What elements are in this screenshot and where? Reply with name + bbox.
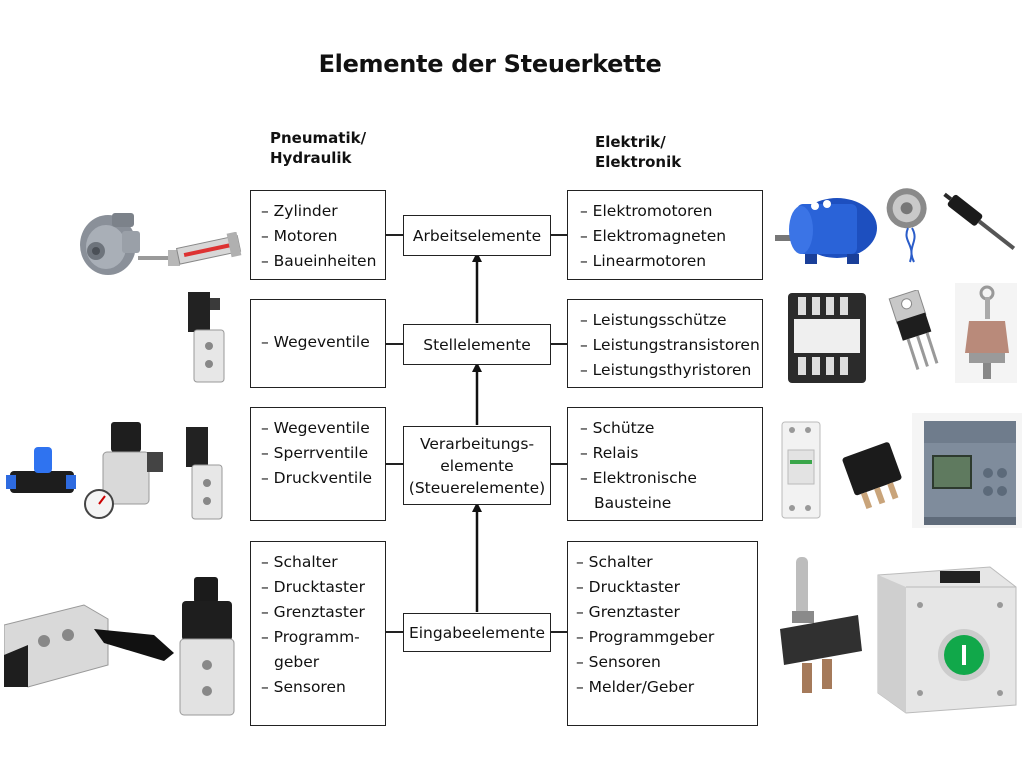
push-button-valve-icon <box>179 577 235 716</box>
left-box-arbeit: – Zylinder – Motoren – Baueinheiten <box>250 190 386 280</box>
left-box-verarbeitung: – Wegeventile – Sperrventile – Druckvent… <box>250 407 386 521</box>
pressure-regulator-icon <box>84 422 163 519</box>
plc-logo-module-icon <box>912 413 1022 528</box>
thyristor-icon <box>955 283 1017 383</box>
air-motor-icon <box>80 213 140 275</box>
relay-icon <box>842 442 902 510</box>
column-header-pneumatik: Pneumatik/ Hydraulik <box>270 129 367 167</box>
page-title: Elemente der Steuerkette <box>318 50 662 78</box>
manual-lever-valve-icon <box>4 604 174 688</box>
right-box-stell: – Leistungsschütze – Leistungstransistor… <box>567 299 763 388</box>
right-box-arbeit: – Elektromotoren – Elektromagneten – Lin… <box>567 190 763 280</box>
right-box-verarbeitung: – Schütze – Relais – Elektronische Baust… <box>567 407 763 521</box>
left-box-stell: – Wegeventile <box>250 299 386 388</box>
center-box-arbeitselemente: Arbeitselemente <box>403 215 551 256</box>
electric-motor-icon <box>775 198 877 264</box>
left-box-eingabe: – Schalter – Drucktaster – Grenztaster –… <box>250 541 386 726</box>
column-header-elektrik: Elektrik/ Elektronik <box>595 133 682 171</box>
pneumatic-cylinder-icon <box>138 232 242 266</box>
center-box-stellelemente: Stellelemente <box>403 324 551 365</box>
din-rail-contactor-icon <box>781 421 821 519</box>
linear-motor-icon <box>943 192 1016 251</box>
contactor-icon <box>788 293 866 383</box>
push-button-station-icon <box>877 566 1017 714</box>
right-box-eingabe: – Schalter – Drucktaster – Grenztaster –… <box>567 541 758 726</box>
center-box-eingabeelemente: Eingabeelemente <box>403 613 551 652</box>
transistor-icon <box>888 290 939 370</box>
solenoid-valve-icon <box>186 427 223 520</box>
ball-valve-icon <box>6 447 76 493</box>
solenoid-magnet-icon <box>886 188 927 263</box>
center-box-verarbeitungselemente: Verarbeitungs- elemente (Steuerelemente) <box>403 426 551 505</box>
toggle-switch-icon <box>780 557 862 693</box>
directional-valve-icon <box>188 292 225 383</box>
